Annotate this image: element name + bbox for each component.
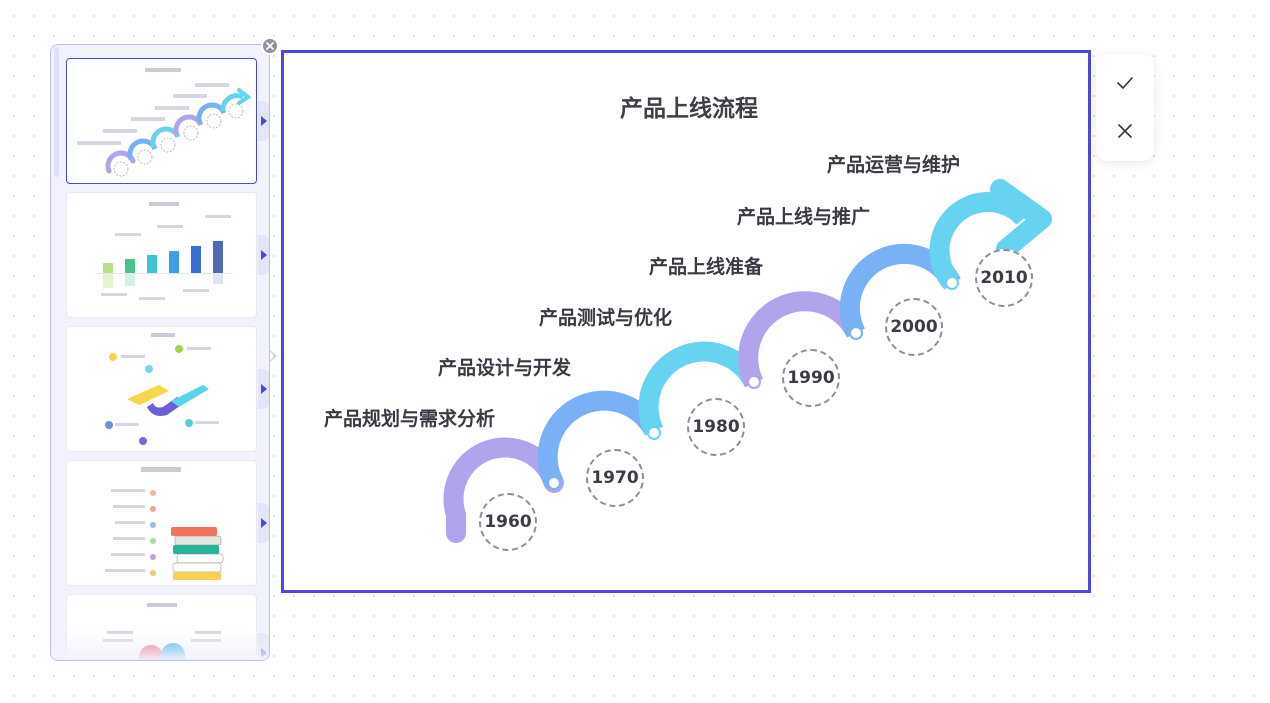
year-badge: 2000 <box>885 298 943 356</box>
year-badge: 1990 <box>782 349 840 407</box>
year-badge: 1980 <box>687 398 745 456</box>
thumbnail-expand-tab[interactable] <box>258 235 270 275</box>
close-circle-icon <box>265 41 275 51</box>
chevron-left-icon[interactable] <box>268 348 278 364</box>
panel-fade <box>51 630 269 660</box>
check-icon <box>1115 73 1135 93</box>
year-badge: 2010 <box>975 249 1033 307</box>
thumbnail-book-stack[interactable] <box>66 460 257 586</box>
thumbnail-expand-tab[interactable] <box>258 101 270 141</box>
stage-label-2: 产品设计与开发 <box>438 353 571 380</box>
thumbnail-3d-steps[interactable] <box>66 326 257 452</box>
stage-label-3: 产品测试与优化 <box>539 303 672 330</box>
close-icon <box>1115 121 1135 141</box>
confirm-toolbar <box>1096 54 1154 161</box>
play-right-icon <box>260 249 268 261</box>
stage-label-1: 产品规划与需求分析 <box>324 404 495 431</box>
close-panel-button[interactable] <box>261 37 279 55</box>
panel-scrollbar[interactable] <box>54 47 59 177</box>
stage-label-6: 产品运营与维护 <box>827 150 960 177</box>
play-right-icon <box>260 383 268 395</box>
thumbnail-expand-tab[interactable] <box>258 503 270 543</box>
stage-label-5: 产品上线与推广 <box>737 202 870 229</box>
confirm-button[interactable] <box>1110 68 1140 98</box>
year-badge: 1970 <box>586 449 644 507</box>
thumbnail-arc-timeline[interactable] <box>66 58 257 184</box>
thumbnail-bar-chart[interactable] <box>66 192 257 318</box>
slide-canvas[interactable]: 产品上线流程 产品规划与需求分析 产品设计与开发 产品测试与优化 产品上线准备 … <box>281 50 1091 593</box>
stage-label-4: 产品上线准备 <box>649 252 763 279</box>
timeline-graphic <box>284 53 1088 590</box>
year-badge: 1960 <box>479 493 537 551</box>
cancel-button[interactable] <box>1110 116 1140 146</box>
template-panel <box>50 44 270 661</box>
play-right-icon <box>260 115 268 127</box>
play-right-icon <box>260 517 268 529</box>
thumbnail-expand-tab[interactable] <box>258 369 270 409</box>
